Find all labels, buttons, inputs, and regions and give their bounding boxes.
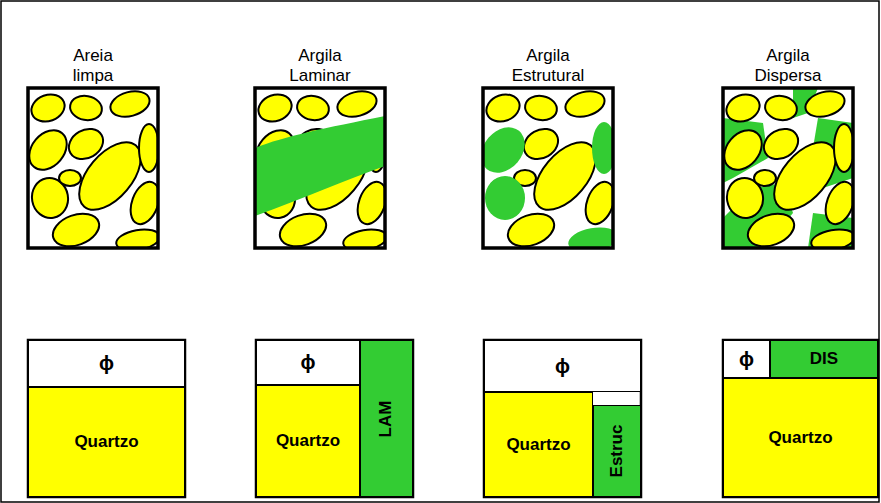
structural-clay-sketch [472,87,619,256]
box-text: LAM [376,400,396,437]
box-text: ϕ [301,351,316,374]
quartz-box: Quartzo [28,387,185,497]
volume-frame [484,340,641,497]
box-text: Quartzo [768,428,832,448]
clean-sand-sketch [22,87,165,253]
porosity-box: ϕ [723,340,770,378]
quartz-box: Quartzo [256,385,360,497]
heading-text: Argila Laminar [289,46,350,86]
volume-frame [256,340,413,497]
heading-text: Areia limpa [73,46,114,86]
box-text: Estruc [607,425,627,478]
clay-box: LAM [360,340,413,497]
clay-box: Estruc [593,405,641,497]
box-text: DIS [810,349,838,369]
column-heading: Areia limpa [0,46,193,86]
box-text: ϕ [555,355,570,378]
column-heading: Argila Estrutural [448,46,648,86]
column-heading: Argila Laminar [220,46,420,86]
box-text: ϕ [739,348,754,371]
box-text: Quartzo [506,435,570,455]
clay-box: DIS [770,340,878,378]
porosity-box: ϕ [256,340,360,385]
heading-text: Argila Estrutural [512,46,585,86]
box-text: Quartzo [74,432,138,452]
column-heading: Argila Dispersa [688,46,881,86]
volume-frame [28,340,185,497]
laminar-clay-sketch [249,87,392,253]
volume-frame [723,340,878,497]
porosity-box: ϕ [484,340,641,392]
quartz-box: Quartzo [484,392,593,497]
porosity-box: ϕ [28,340,185,387]
quartz-box: Quartzo [723,378,878,497]
box-text: ϕ [99,352,114,375]
box-text: Quartzo [276,431,340,451]
heading-text: Argila Dispersa [754,46,821,86]
dispersed-clay-sketch [717,87,860,253]
